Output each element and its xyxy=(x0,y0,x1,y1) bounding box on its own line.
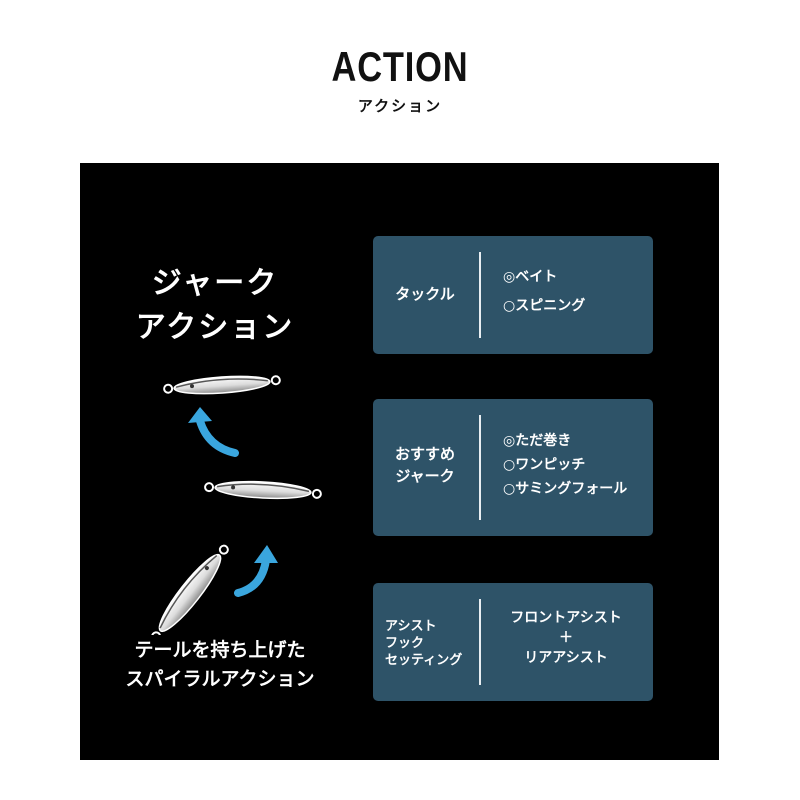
jerk-label: おすすめ ジャーク xyxy=(373,443,477,487)
jerk-heading-line1: ジャーク xyxy=(151,266,279,301)
assist-label-line3: セッティング xyxy=(385,653,463,668)
arrow-curve-icon xyxy=(234,545,278,597)
assist-value-rear: リアアシスト xyxy=(524,650,608,666)
caption-line2: スパイラルアクション xyxy=(125,668,315,690)
card-divider xyxy=(479,415,481,520)
lure-diagonal-icon xyxy=(151,544,229,635)
page-subtitle: アクション xyxy=(357,97,443,115)
jerk-label-line2: ジャーク xyxy=(395,467,455,485)
assist-label-line2: フック xyxy=(385,636,425,651)
lure-middle-icon xyxy=(204,480,322,500)
page-title: ACTION xyxy=(331,43,469,90)
jerk-values: ◎ただ巻き ○ワンピッチ ○サミングフォール xyxy=(503,429,627,501)
spiral-action-caption: テールを持ち上げた スパイラルアクション xyxy=(95,636,345,694)
recommended-jerk-card: おすすめ ジャーク ◎ただ巻き ○ワンピッチ ○サミングフォール xyxy=(373,399,653,536)
card-divider xyxy=(479,599,481,685)
jerk-label-line1: おすすめ xyxy=(394,445,455,463)
lure-illustration xyxy=(151,375,322,635)
jerk-value-2: ○ワンピッチ xyxy=(503,457,586,473)
lure-top-icon xyxy=(163,375,281,395)
jerk-heading-line2: アクション xyxy=(135,310,295,345)
tackle-value-bait: ◎ベイト xyxy=(503,269,558,285)
jerk-value-1: ◎ただ巻き xyxy=(503,433,572,449)
tackle-label: タックル xyxy=(395,285,455,303)
caption-line1: テールを持ち上げた xyxy=(134,639,306,661)
jerk-action-heading: ジャーク アクション xyxy=(120,262,310,350)
tackle-value-spinning: ○スピニング xyxy=(503,298,586,314)
assist-value-front: フロントアシスト xyxy=(510,610,622,626)
assist-label-line1: アシスト xyxy=(385,619,437,634)
card-divider xyxy=(479,252,481,338)
assist-values: フロントアシスト ＋ リアアシスト xyxy=(485,608,647,668)
tackle-values: ◎ベイト ○スピニング xyxy=(503,263,585,321)
arrow-up-icon xyxy=(188,407,239,457)
jerk-value-3: ○サミングフォール xyxy=(503,481,628,497)
assist-hook-card: アシスト フック セッティング フロントアシスト ＋ リアアシスト xyxy=(373,583,653,701)
assist-value-plus: ＋ xyxy=(559,630,573,646)
tackle-card: タックル ◎ベイト ○スピニング xyxy=(373,236,653,354)
assist-label: アシスト フック セッティング xyxy=(385,618,477,669)
